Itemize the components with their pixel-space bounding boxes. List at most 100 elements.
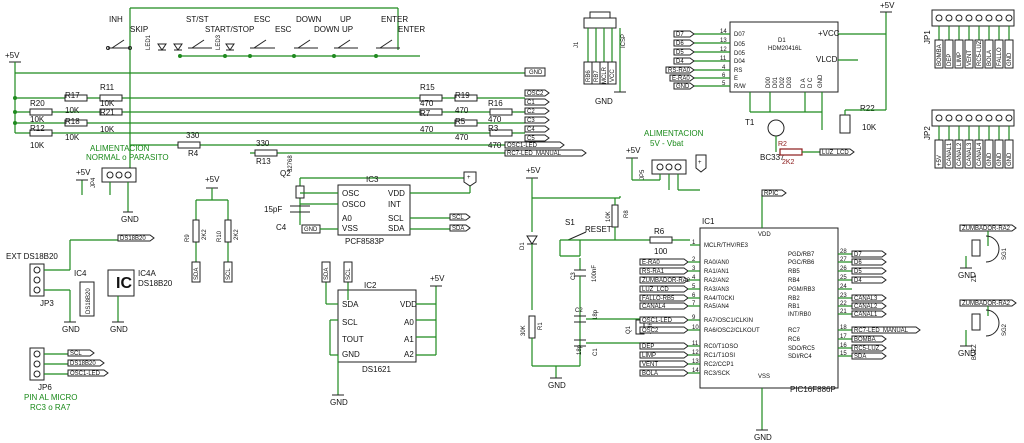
pic-pin-label: RB5	[788, 269, 800, 275]
net-tag-label: BOLA	[642, 371, 658, 377]
svg-text:VSS: VSS	[758, 374, 770, 380]
header-pin	[975, 14, 983, 22]
down2-label: DOWN	[314, 25, 340, 34]
svg-text:BC337: BC337	[760, 153, 785, 162]
net-tag	[851, 335, 887, 343]
net-tag-label: RC7-LED_MANUAL	[854, 328, 909, 334]
net-tag	[851, 267, 887, 275]
svg-text:470: 470	[488, 141, 502, 150]
pic-pin-number: 6	[692, 293, 696, 299]
pic-pin-number: 1	[692, 240, 696, 246]
svg-text:GND: GND	[342, 350, 360, 359]
svg-text:ALIMENTACION: ALIMENTACION	[644, 129, 704, 138]
header-pin	[955, 14, 963, 22]
header-pin	[965, 114, 973, 122]
svg-text:R21: R21	[100, 108, 115, 117]
svg-text:T1: T1	[745, 118, 755, 127]
svg-text:D01: D01	[773, 76, 779, 88]
header-net-tag	[934, 39, 944, 69]
svg-text:R12: R12	[30, 124, 45, 133]
svg-text:GND: GND	[754, 433, 772, 442]
header-net-tag	[1004, 39, 1014, 69]
svg-text:10K: 10K	[30, 141, 45, 150]
header-net-tag	[954, 139, 964, 169]
enter2-label: ENTER	[398, 25, 425, 34]
header-pin	[975, 114, 983, 122]
svg-text:10K: 10K	[65, 106, 80, 115]
pic-pin-number: 9	[692, 315, 696, 321]
svg-text:11: 11	[720, 56, 727, 62]
svg-text:Z1: Z1	[972, 274, 978, 282]
svg-text:E-RA0: E-RA0	[672, 76, 690, 82]
svg-text:R8: R8	[624, 210, 630, 218]
net-tag-label: LUZ_LCD	[642, 287, 669, 293]
header-net-label: BOLA	[987, 50, 993, 66]
switch-down[interactable]: DOWN DOWN	[294, 15, 340, 49]
svg-text:VDD: VDD	[400, 300, 417, 309]
svg-text:C4: C4	[276, 223, 287, 232]
pic-pin-number: 27	[840, 257, 847, 263]
svg-text:Q1: Q1	[626, 325, 632, 334]
vcc-left: +5V	[5, 51, 21, 73]
svg-text:DS18B20: DS18B20	[120, 236, 146, 242]
svg-text:470: 470	[488, 115, 502, 124]
svg-text:D05: D05	[734, 42, 746, 48]
svg-text:SDA: SDA	[324, 268, 330, 280]
net-tag-label: D7	[854, 252, 862, 258]
net-tag-label: D6	[854, 260, 862, 266]
net-tag	[639, 342, 689, 350]
svg-text:ALIMENTACION: ALIMENTACION	[90, 144, 150, 153]
vcc-tag: +	[467, 175, 471, 181]
led-1: LED1	[146, 34, 167, 51]
r9-r10: +5V R9 2K2 R10 2K2 SDA SCL	[185, 175, 240, 283]
svg-text:10K: 10K	[65, 133, 80, 142]
svg-text:R22: R22	[860, 104, 875, 113]
svg-text:330: 330	[256, 139, 270, 148]
header-net-label: BOMBA	[937, 44, 943, 66]
svg-text:GND: GND	[548, 381, 566, 390]
svg-text:GND: GND	[304, 227, 318, 233]
up2-label: UP	[342, 25, 353, 34]
resistor-bank-left: R11 R17 R20 R21 R18 R12 10K 10K 10K 10K …	[15, 83, 525, 150]
pic-pin-number: 3	[692, 266, 696, 272]
svg-text:SDA: SDA	[342, 300, 359, 309]
svg-text:R19: R19	[455, 91, 470, 100]
svg-text:A1: A1	[404, 335, 414, 344]
svg-text:470: 470	[455, 106, 469, 115]
icsp-j1: J1 ICSP RB6 RB7 MCLR VCC GND	[574, 11, 627, 106]
pic-pin-label: RA7/OSC1/CLKIN	[704, 318, 753, 324]
net-tag-label: CANAL4	[642, 304, 666, 310]
svg-text:R11: R11	[100, 83, 115, 92]
net-tag-label: RC5-LUZ	[854, 346, 880, 352]
svg-text:GND: GND	[958, 349, 976, 358]
header-net-tag	[974, 139, 984, 169]
enter1-label: ENTER	[381, 15, 408, 24]
header-pin	[945, 114, 953, 122]
net-tag-label: CANAL3	[854, 296, 878, 302]
svg-text:SCL: SCL	[388, 214, 404, 223]
svg-text:R10: R10	[217, 230, 223, 242]
pic-pin-label: RC1/T1OSI	[704, 353, 735, 359]
switch-stst[interactable]: ST/ST START/STOP	[186, 15, 254, 49]
svg-text:R4: R4	[188, 149, 199, 158]
svg-text:ZUMBADOR-RA2: ZUMBADOR-RA2	[962, 226, 1011, 232]
alimentacion-jp4: ALIMENTACION NORMAL o PARASITO JP4 GND +…	[76, 144, 169, 224]
switch-enter[interactable]: ENTER ENTER	[376, 15, 425, 49]
switch-inh[interactable]: INH SKIP	[106, 15, 149, 50]
header-net-label: CANAL1	[947, 142, 953, 166]
header-pin	[995, 114, 1003, 122]
svg-text:D03: D03	[787, 76, 793, 88]
switch-esc[interactable]: ESC ESC	[250, 15, 292, 49]
switch-up[interactable]: UP UP	[334, 15, 358, 49]
svg-text:C2: C2	[527, 109, 535, 115]
resistor-bank-right: R15 R19 R16 R7 R5 R3 470 470 470 470 470…	[419, 83, 513, 150]
header-pin	[1005, 114, 1013, 122]
svg-text:R20: R20	[30, 99, 45, 108]
pic-pin-label: RA3/AN3	[704, 287, 730, 293]
net-tag	[851, 276, 887, 284]
svg-text:D00: D00	[766, 76, 772, 88]
pic-pin-label: PGD/RB7	[788, 252, 815, 258]
pic-pin-label: SDO/RC5	[788, 346, 815, 352]
r4-r13: 330 R4 330 R13	[130, 131, 520, 166]
svg-text:GND: GND	[121, 215, 139, 224]
